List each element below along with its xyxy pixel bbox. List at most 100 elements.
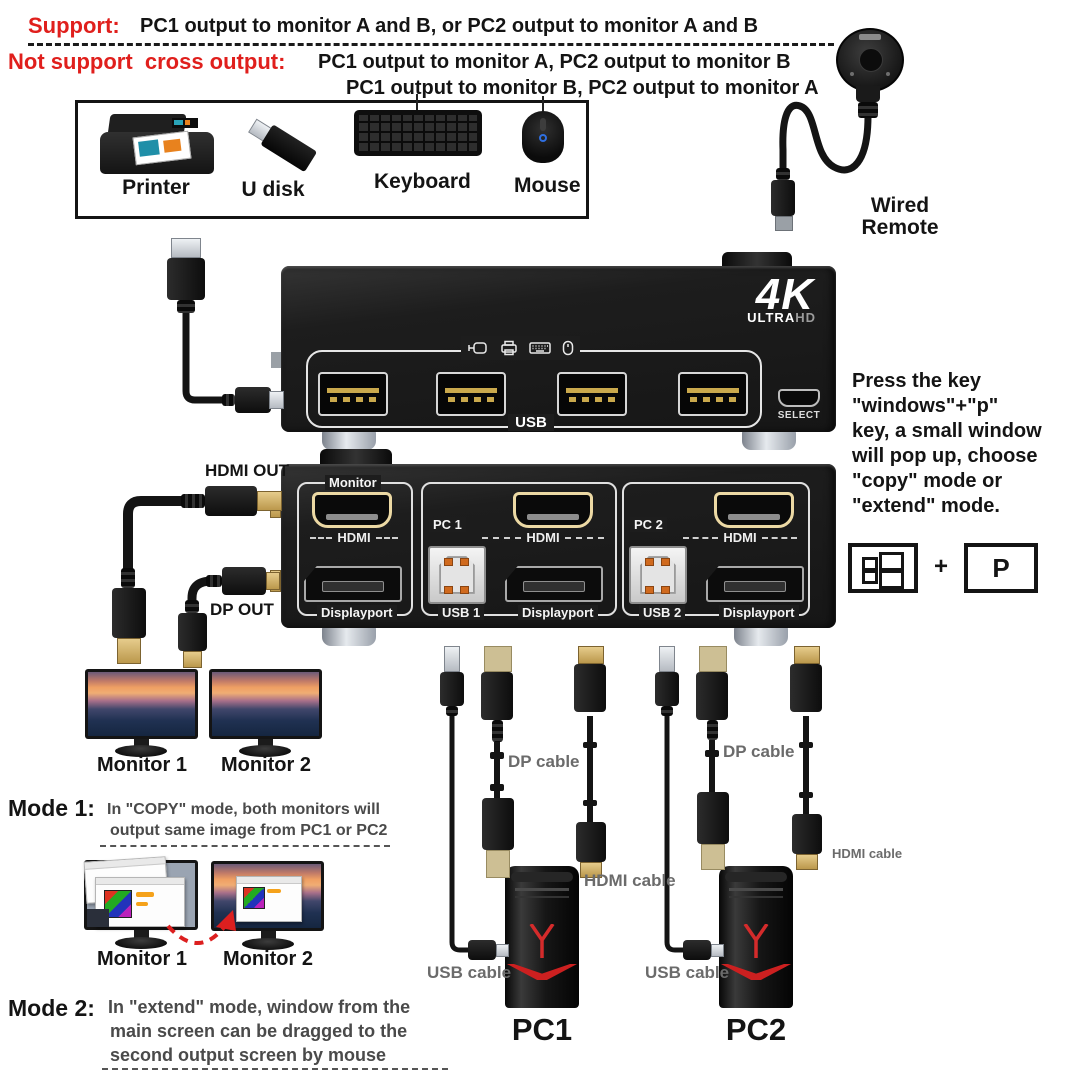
pc1-usbb-body: [440, 672, 464, 706]
copy-monitor-2: [209, 669, 322, 739]
printer-label: Printer: [122, 176, 190, 199]
keyboard-icon: [354, 110, 482, 156]
select-port: [778, 389, 820, 407]
usb-port-1: [318, 372, 388, 416]
plus-sign: +: [934, 553, 949, 580]
extend-monitor-2-neck: [261, 931, 276, 939]
peripherals-box: [75, 100, 589, 219]
rear-device: Monitor HDMI Displayport PC 1 HDMI USB 1…: [270, 464, 836, 628]
copy-monitor-2-label: Monitor 2: [221, 754, 311, 776]
pc2-dp-top-body: [696, 672, 728, 720]
pc2-usb-cable-label: USB cable: [645, 963, 730, 982]
pc1-dp-bot-tip: [486, 850, 510, 878]
logo-4k: 4K: [755, 270, 814, 319]
wired-remote: [830, 26, 950, 186]
p-key-label: P: [992, 553, 1010, 583]
mode2-line2: main screen can be dragged to the: [110, 1021, 408, 1041]
remote-plug-tip: [775, 216, 793, 231]
pc2-dp-cable-label: DP cable: [723, 742, 795, 761]
front-device-knob: [722, 252, 792, 268]
hdmi-out-tip: [257, 491, 282, 511]
dp-down-tip: [183, 651, 202, 668]
copy-monitor-1: [85, 669, 198, 739]
hdmi-down-ribs: [121, 568, 135, 588]
p-key-icon: P: [964, 543, 1038, 593]
hdmi-down-tip: [117, 638, 141, 664]
udisk-body: [260, 124, 318, 173]
pc2-hdmi-row: HDMI: [678, 530, 802, 545]
pc1-hdmi-cable-label: HDMI cable: [584, 871, 676, 890]
logo-hd: HD: [795, 310, 816, 325]
monitor-hdmi-row: HDMI: [305, 530, 403, 545]
copy-monitor-2-base: [239, 745, 291, 757]
extend-monitor-1: [83, 856, 198, 930]
pc1-tower: [505, 866, 579, 1008]
front-foot-left: [322, 428, 376, 450]
usb-plug-side-tip: [269, 391, 284, 409]
extend-monitor-2-base: [242, 938, 294, 950]
remote-plug-ribs: [776, 168, 790, 180]
pc2-hdmi-port: [714, 492, 794, 528]
pc1-logo: [529, 924, 555, 958]
usb-port-4: [678, 372, 748, 416]
pc1-hdmi-row: HDMI: [477, 530, 609, 545]
rear-foot-left: [322, 624, 376, 646]
keyboard-label: Keyboard: [374, 170, 471, 193]
udisk-icon: [243, 112, 323, 174]
pc1-dp-top-ribs: [492, 720, 503, 742]
pc2-usb-elbow-tip: [711, 944, 724, 957]
extend-monitor-1-neck: [134, 930, 149, 938]
mouse-label: Mouse: [514, 174, 581, 197]
copy-monitor-2-neck: [258, 739, 273, 747]
pc2-hdmi-top-body: [790, 664, 822, 712]
keyboard-cable: [416, 94, 418, 112]
dp-out-label: DP OUT: [210, 600, 274, 619]
pc2-logo: [743, 924, 769, 958]
pc1-usbb-ribs: [446, 706, 458, 716]
printer-icon: [100, 112, 218, 176]
hdmi-down-body: [112, 588, 146, 638]
monitor-hdmi-port: [312, 492, 392, 528]
pc2-usb-elbow-body: [683, 940, 711, 960]
keyboard-mini-icon: [529, 342, 551, 354]
pc1-dp-port: [505, 566, 603, 602]
pc1-group-title: PC 1: [429, 517, 466, 532]
usb-plug-top-ribs: [177, 300, 195, 313]
extend-monitor-2: [211, 861, 324, 931]
pc1-usb-elbow-body: [468, 940, 496, 960]
select-label: SELECT: [777, 410, 821, 421]
header-divider: [28, 43, 834, 46]
pc2-hdmi-label: HDMI: [723, 530, 757, 545]
rear-device-knob: [320, 449, 392, 465]
front-device: 4K ULTRAHD USB SELECT: [271, 266, 836, 432]
pc2-dp-top-ribs: [707, 720, 718, 740]
mode2-line3: second output screen by mouse: [110, 1045, 387, 1065]
pc2-hdmi-top-tip: [794, 646, 820, 664]
usb-plug-icon: [468, 342, 487, 354]
pc2-dp-top-tip: [699, 646, 727, 672]
pc2-hdmi-bot-tip: [796, 854, 818, 870]
pc1-dp-top-tip: [484, 646, 512, 672]
remote-label-1: Wired: [870, 194, 930, 217]
pc2-hdmi-bot-body: [792, 814, 822, 854]
pc2-group: [622, 482, 810, 616]
pc2-dp-bot-body: [697, 792, 729, 844]
pc2-dp-port: [706, 566, 804, 602]
hdmi-out-body: [205, 486, 257, 516]
pc2-usb-port: [629, 546, 687, 604]
extend-monitor-1-label: Monitor 1: [97, 948, 187, 970]
topleft-usb-cable: [182, 310, 236, 404]
not-support-text2: PC1 output to monitor B, PC2 output to m…: [346, 77, 819, 99]
pc1-hdmi-bot-body: [576, 822, 606, 862]
remote-label-2: Remote: [861, 216, 939, 239]
pc1-usb-label: USB 1: [438, 605, 485, 620]
pc2-label: PC2: [725, 1012, 787, 1047]
pc2-group-title: PC 2: [630, 517, 667, 532]
monitor-group-title: Monitor: [325, 475, 381, 490]
mouse-cable: [542, 96, 544, 112]
device-icon-row: [461, 336, 580, 360]
instruction-line-5: "copy" mode or: [852, 470, 1003, 492]
pc1-usb-port: [428, 546, 486, 604]
pc1-usb-cable: [449, 714, 468, 953]
not-support-text: PC1 output to monitor A, PC2 output to m…: [318, 51, 791, 73]
